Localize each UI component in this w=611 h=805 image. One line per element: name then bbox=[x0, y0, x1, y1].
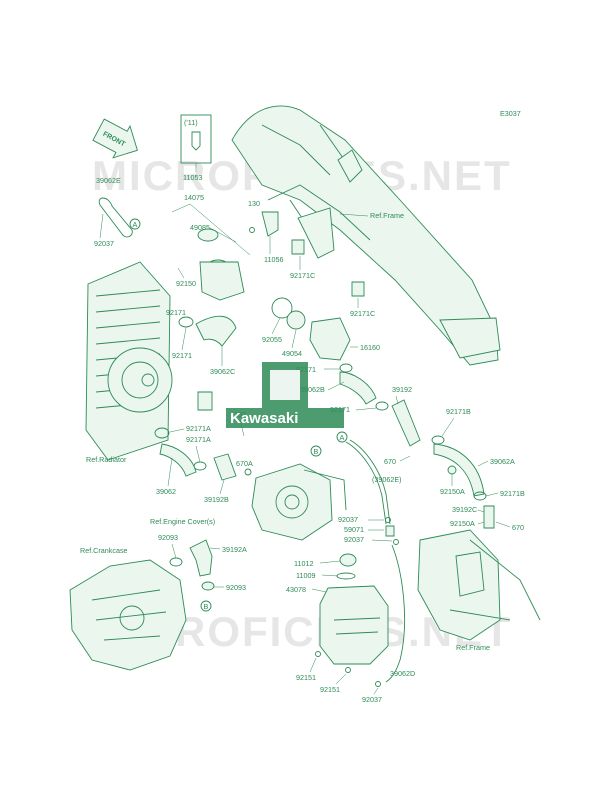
label-43078: 43078 bbox=[286, 585, 306, 594]
reservoir-tank bbox=[319, 553, 389, 665]
svg-text:Kawasaki: Kawasaki bbox=[230, 410, 298, 427]
label-92093-2: 92093 bbox=[226, 583, 246, 592]
callout-b-mid: B bbox=[314, 447, 319, 456]
label-92151-2: 92151 bbox=[320, 685, 340, 694]
radiator bbox=[85, 261, 213, 461]
label-39062c: 39062C bbox=[210, 367, 235, 376]
ref-frame-bottom: Ref.Frame bbox=[456, 643, 490, 652]
label-92171a-2: 92171A bbox=[186, 435, 211, 444]
label-39192c: 39192C bbox=[452, 505, 477, 514]
frame-bottom bbox=[417, 529, 541, 641]
frame-top bbox=[231, 105, 501, 366]
label-92037-mid2: 92037 bbox=[344, 535, 364, 544]
label-92171c-1: 92171C bbox=[290, 271, 315, 280]
label-92171b-2: 92171B bbox=[500, 489, 525, 498]
label-92037-bot: 92037 bbox=[362, 695, 382, 704]
diagram-code: E3037 bbox=[500, 109, 521, 118]
label-670-1: 670 bbox=[384, 457, 396, 466]
crankcase bbox=[69, 559, 187, 671]
label-39062: 39062 bbox=[156, 487, 176, 496]
label-11012: 11012 bbox=[294, 559, 313, 568]
label-39062a: 39062A bbox=[490, 457, 515, 466]
label-39062b: 39062B bbox=[300, 385, 325, 394]
callout-a-mid: A bbox=[340, 433, 345, 442]
label-92037-top: 92037 bbox=[94, 239, 114, 248]
label-670-2: 670 bbox=[512, 523, 524, 532]
ref-frame-top: Ref.Frame bbox=[370, 211, 404, 220]
label-16160: 16160 bbox=[360, 343, 380, 352]
ref-engine-cover: Ref.Engine Cover(s) bbox=[150, 517, 215, 526]
label-39192b: 39192B bbox=[204, 495, 229, 504]
label-92150: 92150 bbox=[176, 279, 196, 288]
callout-a-top: A bbox=[133, 220, 138, 229]
label-49054: 49054 bbox=[282, 349, 302, 358]
label-39062d: 39062D bbox=[390, 669, 415, 678]
label-670a: 670A bbox=[236, 459, 253, 468]
label-92150a-2: 92150A bbox=[450, 519, 475, 528]
svg-text:('11): ('11) bbox=[184, 118, 198, 127]
label-92037-mid: 92037 bbox=[338, 515, 358, 524]
ref-radiator: Ref.Radiator bbox=[86, 455, 127, 464]
label-14075: 14075 bbox=[184, 193, 204, 202]
ref-crankcase: Ref.Crankcase bbox=[80, 546, 128, 555]
label-92171-1: 92171 bbox=[166, 308, 186, 317]
callout-b-bottom: B bbox=[204, 602, 209, 611]
label-92055: 92055 bbox=[262, 335, 282, 344]
label-39192: 39192 bbox=[392, 385, 412, 394]
label-92151-1: 92151 bbox=[296, 673, 316, 682]
label-11053: 11053 bbox=[183, 173, 202, 182]
label-92171a-1: 92171A bbox=[186, 424, 211, 433]
label-39062e-top: 39062E bbox=[96, 176, 121, 185]
label-11009: 11009 bbox=[296, 571, 315, 580]
kawasaki-logo: Kawasaki bbox=[226, 362, 344, 428]
label-39192a: 39192A bbox=[222, 545, 247, 554]
label-92150a-1: 92150A bbox=[440, 487, 465, 496]
label-49085: 49085 bbox=[190, 223, 210, 232]
water-pump bbox=[251, 463, 347, 541]
label-11056: 11056 bbox=[264, 255, 283, 264]
label-92171b-1: 92171B bbox=[446, 407, 471, 416]
label-92171-2: 92171 bbox=[172, 351, 192, 360]
label-92171c-2: 92171C bbox=[350, 309, 375, 318]
label-59071: 59071 bbox=[344, 525, 364, 534]
front-arrow-icon: FRONT bbox=[92, 118, 138, 159]
label-92093-1: 92093 bbox=[158, 533, 178, 542]
label-39062e-paren: (39062E) bbox=[372, 475, 402, 484]
label-130: 130 bbox=[248, 199, 260, 208]
